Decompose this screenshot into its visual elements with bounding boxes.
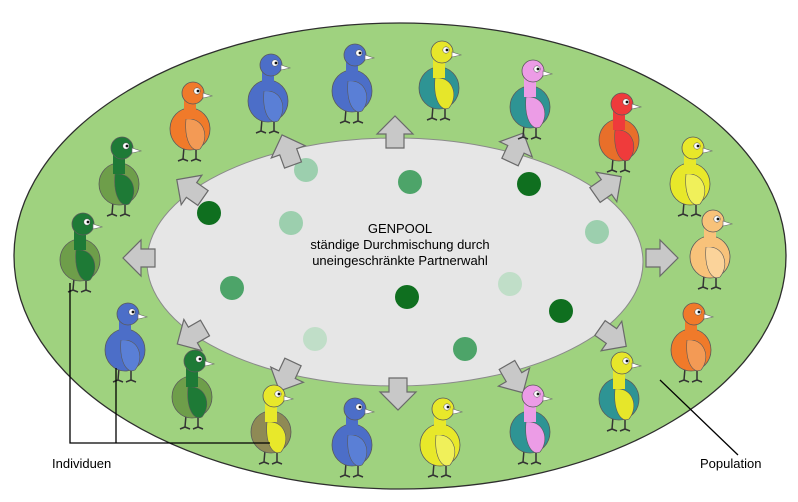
gene-dots bbox=[197, 158, 609, 361]
gene-dot-icon bbox=[279, 211, 303, 235]
genpool-line-2: uneingeschränkte Partnerwahl bbox=[312, 253, 488, 268]
gene-dot-icon bbox=[585, 220, 609, 244]
individuals-pointer-lines bbox=[69, 283, 270, 444]
gene-dot-icon bbox=[197, 201, 221, 225]
gene-dot-icon bbox=[303, 327, 327, 351]
genpool-line-1: ständige Durchmischung durch bbox=[310, 237, 489, 252]
gene-dot-icon bbox=[294, 158, 318, 182]
individuals-label: Individuen bbox=[52, 456, 111, 471]
population-label: Population bbox=[700, 456, 761, 471]
genpool-title: GENPOOL bbox=[368, 221, 432, 236]
gene-dot-icon bbox=[549, 299, 573, 323]
gene-dot-icon bbox=[453, 337, 477, 361]
gene-dot-icon bbox=[517, 172, 541, 196]
gene-dot-icon bbox=[398, 170, 422, 194]
gene-dot-icon bbox=[220, 276, 244, 300]
gene-dot-icon bbox=[498, 272, 522, 296]
population-pointer-line bbox=[659, 379, 739, 456]
gene-dot-icon bbox=[395, 285, 419, 309]
